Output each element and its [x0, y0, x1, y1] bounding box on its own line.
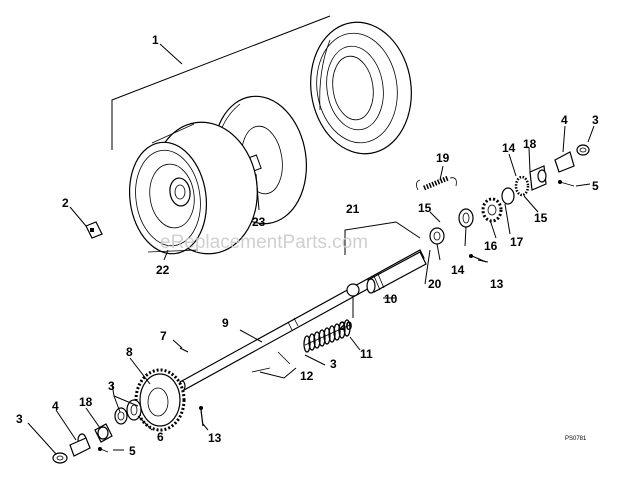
- wheel-rim: [128, 121, 258, 255]
- callout-20: 20: [339, 319, 353, 333]
- callout-2: 2: [62, 196, 69, 210]
- callout-4: 4: [52, 399, 59, 413]
- callout-20: 20: [428, 277, 442, 291]
- callout-14: 14: [451, 263, 465, 277]
- right-end-parts: [429, 144, 590, 245]
- callout-11: 11: [360, 347, 373, 361]
- callout-3: 3: [16, 412, 23, 426]
- callout-14: 14: [502, 141, 516, 155]
- callout-3: 3: [108, 379, 115, 393]
- callout-9: 9: [222, 316, 229, 330]
- callout-7: 7: [160, 329, 167, 343]
- leader-lines: [27, 125, 595, 455]
- left-end-parts: [52, 399, 142, 464]
- callout-23: 23: [252, 215, 266, 229]
- callout-5: 5: [129, 444, 136, 458]
- watermark: eReplacementParts.com: [160, 232, 368, 253]
- callout-13: 13: [208, 431, 222, 445]
- callout-3: 3: [330, 357, 337, 371]
- tire: [310, 21, 412, 155]
- plate-part-2: [85, 221, 103, 239]
- callout-3: 3: [592, 113, 599, 127]
- callout-4: 4: [561, 113, 568, 127]
- small-pins: [179, 254, 487, 427]
- spacer-tube: [366, 251, 427, 294]
- callout-18: 18: [523, 137, 537, 151]
- callout-5: 5: [592, 179, 599, 193]
- callout-bracket-1: [111, 15, 331, 150]
- callout-17: 17: [510, 235, 524, 249]
- callout-15: 15: [418, 201, 432, 215]
- callout-22: 22: [156, 263, 170, 277]
- callout-12: 12: [300, 369, 314, 383]
- callout-15: 15: [534, 211, 548, 225]
- compression-spring: [303, 319, 351, 353]
- callout-6: 6: [157, 430, 164, 444]
- callout-21: 21: [346, 202, 360, 216]
- callout-13: 13: [490, 277, 504, 291]
- extension-spring: [416, 175, 457, 191]
- callout-19: 19: [436, 151, 450, 165]
- figure-code: PS0781: [565, 436, 587, 442]
- callout-1: 1: [152, 33, 159, 47]
- callout-8: 8: [126, 345, 133, 359]
- callout-10: 10: [384, 292, 398, 306]
- callout-numbers: 1 2 3 3 3 3 4 4 5 5 6 7 8 9 10 11 12 13 …: [16, 33, 599, 458]
- callout-16: 16: [484, 239, 498, 253]
- callout-18: 18: [79, 395, 93, 409]
- bushing: [346, 283, 360, 297]
